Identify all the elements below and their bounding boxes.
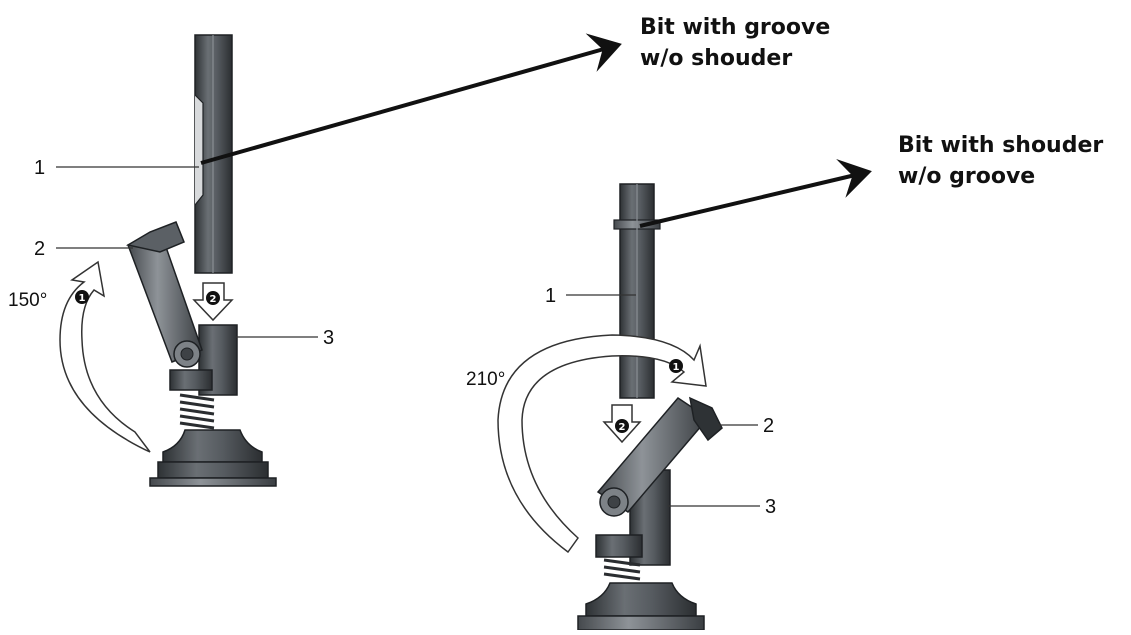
left-label-1: 1 bbox=[34, 157, 45, 179]
left-figure: 2 bbox=[8, 34, 334, 487]
groove-callout-arrow bbox=[200, 33, 622, 165]
left-label-3: 3 bbox=[323, 327, 334, 349]
shoulder-callout-arrow bbox=[639, 158, 872, 228]
shoulder-callout-text: Bit with shouder w/o groove bbox=[898, 130, 1103, 192]
right-label-2: 2 bbox=[763, 415, 774, 437]
left-insert-arrow: 2 bbox=[192, 282, 234, 322]
right-angle-label: 210° bbox=[466, 369, 505, 390]
right-insert-arrow: 2 bbox=[602, 404, 642, 444]
left-rotation-arrow: 1 bbox=[59, 260, 151, 453]
left-angle-label: 150° bbox=[8, 290, 47, 311]
groove-callout-line1: Bit with groove bbox=[640, 15, 831, 40]
left-lever bbox=[125, 221, 203, 368]
right-step-2-badge: 2 bbox=[619, 422, 626, 433]
left-step-1-badge: 1 bbox=[79, 293, 86, 304]
right-figure: 2 1 210° bbox=[466, 183, 776, 631]
groove-callout-text: Bit with groove w/o shouder bbox=[640, 12, 830, 74]
groove-callout-line2: w/o shouder bbox=[640, 46, 793, 71]
left-label-2: 2 bbox=[34, 238, 45, 260]
right-rotation-arrow: 1 bbox=[497, 334, 707, 554]
right-lever bbox=[596, 396, 723, 517]
left-holder bbox=[149, 324, 277, 487]
right-label-3: 3 bbox=[765, 496, 776, 518]
right-bit bbox=[613, 183, 661, 399]
shoulder-callout-line2: w/o groove bbox=[898, 164, 1036, 189]
right-label-1: 1 bbox=[545, 285, 556, 307]
left-step-2-badge: 2 bbox=[210, 294, 217, 305]
right-step-1-badge: 1 bbox=[673, 362, 680, 373]
shoulder-callout-line1: Bit with shouder bbox=[898, 133, 1104, 158]
